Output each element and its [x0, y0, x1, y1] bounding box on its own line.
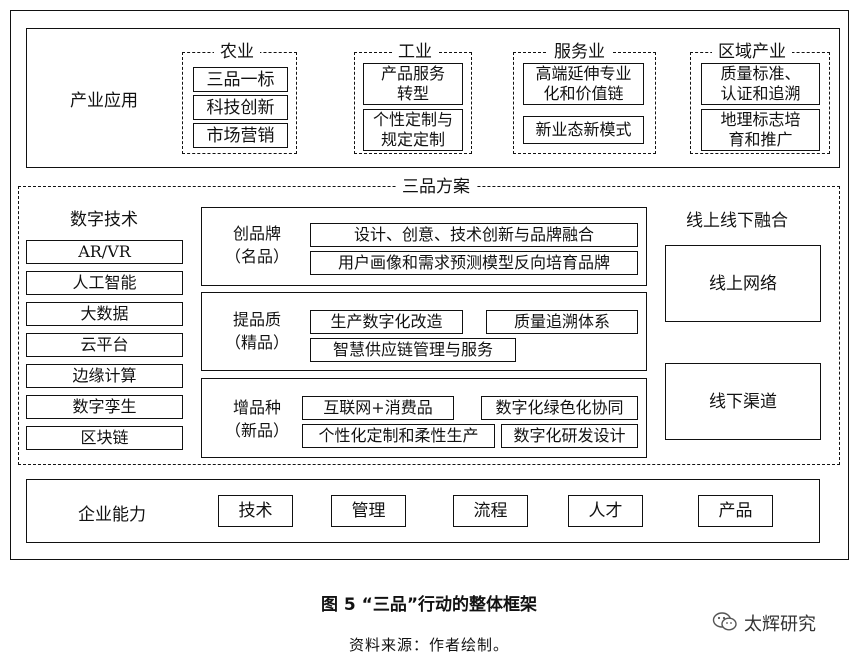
variety-item-4: 数字化研发设计 [501, 424, 638, 448]
row-brand [201, 207, 647, 286]
capability-tech: 技术 [218, 495, 293, 527]
tech-item-arvr: AR/VR [26, 240, 183, 264]
row-quality-label: 提品质 （精品） [224, 310, 289, 352]
quality-item-2: 质量追溯体系 [486, 310, 638, 334]
enterprise-capability-label: 企业能力 [78, 505, 146, 525]
tech-item-twin: 数字孪生 [26, 395, 183, 419]
framework-frame [10, 10, 849, 560]
group-industry-title: 工业 [392, 43, 438, 61]
regional-item-2: 地理标志培 育和推广 [701, 109, 820, 151]
service-item-2: 新业态新模式 [523, 116, 644, 144]
online-network-box: 线上网络 [665, 245, 821, 322]
row-variety [201, 378, 647, 458]
source-note: 资料来源：作者绘制。 [348, 636, 509, 654]
tech-item-cloud: 云平台 [26, 333, 183, 357]
agri-item-3: 市场营销 [193, 123, 288, 148]
watermark-text: 太辉研究 [744, 614, 816, 635]
tech-item-edge: 边缘计算 [26, 364, 183, 388]
quality-item-3: 智慧供应链管理与服务 [310, 338, 516, 362]
brand-item-1: 设计、创意、技术创新与品牌融合 [310, 223, 638, 247]
quality-item-1: 生产数字化改造 [310, 310, 463, 334]
service-item-1: 高端延伸专业 化和价值链 [523, 63, 644, 105]
capability-product: 产品 [698, 495, 773, 527]
brand-item-2: 用户画像和需求预测模型反向培育品牌 [310, 251, 638, 275]
offline-channel-box: 线下渠道 [665, 363, 821, 440]
tech-item-blockchain: 区块链 [26, 426, 183, 450]
industry-item-2: 个性定制与 规定定制 [363, 109, 463, 151]
row-brand-label: 创品牌 （名品） [224, 224, 289, 266]
industry-item-1: 产品服务 转型 [363, 63, 463, 105]
tech-item-ai: 人工智能 [26, 271, 183, 295]
wechat-icon [712, 611, 738, 633]
tech-item-bigdata: 大数据 [26, 302, 183, 326]
capability-management: 管理 [331, 495, 406, 527]
agri-item-1: 三品一标 [193, 67, 288, 92]
regional-item-1: 质量标准、 认证和追溯 [701, 63, 820, 105]
industry-application-panel [26, 28, 840, 168]
row-quality [201, 292, 647, 371]
figure-caption: 图 5 “三品”行动的整体框架 [320, 595, 537, 615]
row-variety-label: 增品种 （新品） [224, 398, 289, 440]
digital-tech-title: 数字技术 [70, 210, 138, 230]
variety-item-3: 个性化定制和柔性生产 [302, 424, 495, 448]
variety-item-2: 数字化绿色化协同 [481, 396, 638, 420]
industry-application-label: 产业应用 [70, 91, 138, 111]
group-regional-title: 区域产业 [712, 43, 792, 61]
group-agriculture-title: 农业 [214, 43, 260, 61]
plan-title: 三品方案 [396, 178, 476, 196]
enterprise-capability-panel [26, 479, 820, 543]
agri-item-2: 科技创新 [193, 95, 288, 120]
variety-item-1: 互联网+消费品 [302, 396, 454, 420]
group-service-title: 服务业 [548, 43, 611, 61]
capability-process: 流程 [453, 495, 528, 527]
online-offline-title: 线上线下融合 [686, 211, 788, 231]
capability-talent: 人才 [568, 495, 643, 527]
